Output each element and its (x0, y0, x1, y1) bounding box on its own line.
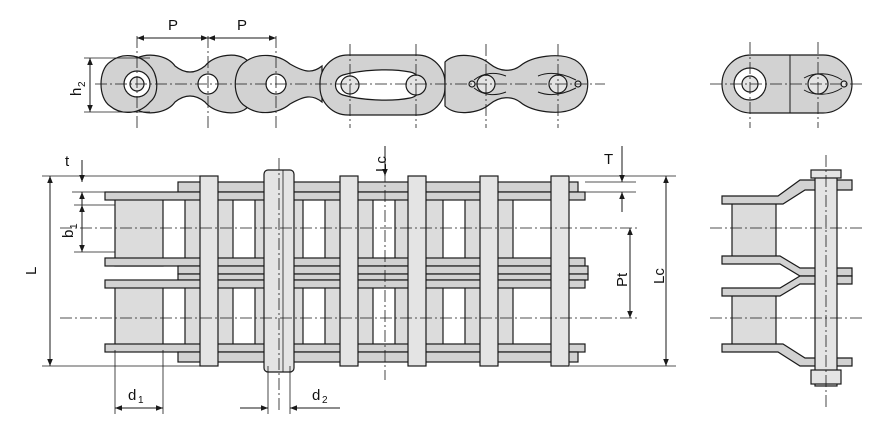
t-label: t (65, 153, 70, 170)
connecting-slot (334, 69, 422, 101)
end-roller-2 (731, 289, 777, 351)
cotter-pin-1 (473, 72, 507, 96)
d2-label: d 2 (312, 387, 328, 406)
pin-1 (199, 175, 219, 367)
d1-label-sub: 1 (138, 395, 144, 406)
roller-1a (114, 195, 164, 267)
pitch-label-1: P (168, 17, 178, 34)
pin-6 (550, 175, 570, 367)
h2-label: h 2 (68, 81, 88, 96)
pin-3 (339, 175, 359, 367)
end-view-cotter (803, 73, 843, 95)
chain-side-view: P P h 2 (68, 17, 605, 128)
d1-label-main: d (128, 387, 136, 404)
T-label: T (604, 151, 613, 168)
chain-end-view-top (710, 42, 865, 128)
chain-end-view-bottom (710, 155, 865, 410)
d1-label: d 1 (128, 387, 144, 406)
end-roller-1 (731, 199, 777, 263)
center-plate-1 (177, 265, 589, 275)
d2-label-main: d (312, 387, 320, 404)
outer-plate-top (177, 181, 579, 193)
lc-right-label: Lc (651, 268, 668, 284)
L-label: L (23, 267, 40, 275)
outer-plate-bottom (177, 351, 579, 363)
Pt-label: Pt (614, 272, 631, 287)
b1-label-sub: 1 (69, 223, 80, 229)
b1-label: b 1 (60, 223, 80, 238)
h2-label-main: h (68, 88, 85, 96)
chain-plan-view: L t b 1 Lc T Pt Lc (23, 146, 676, 414)
cotter-pin-2 (537, 72, 577, 96)
lc-top-label: Lc (373, 156, 390, 172)
d2-label-sub: 2 (322, 395, 328, 406)
pitch-label-2: P (237, 17, 247, 34)
b1-label-main: b (60, 230, 77, 238)
pin-4 (407, 175, 427, 367)
pin-5 (479, 175, 499, 367)
h2-label-sub: 2 (77, 81, 88, 87)
center-plate-2 (177, 273, 589, 281)
